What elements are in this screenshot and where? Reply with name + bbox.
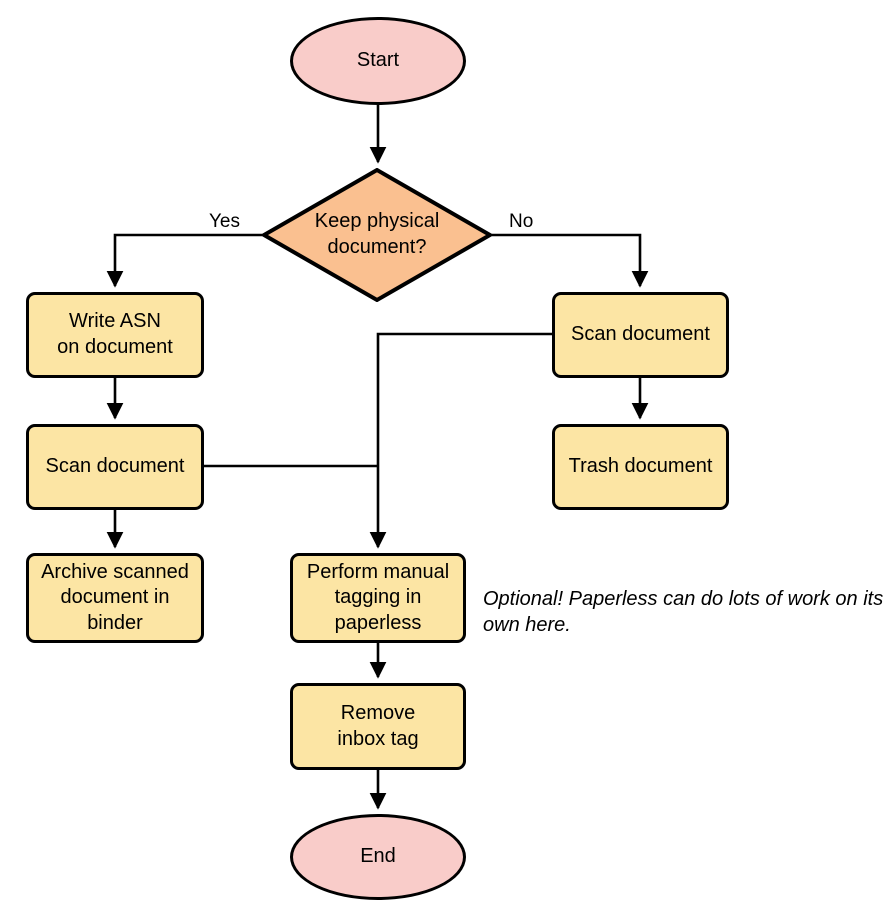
node-remove-inbox-label: Remove inbox tag (337, 701, 419, 750)
edge-label-yes: Yes (209, 211, 240, 232)
node-write-asn-label: Write ASN on document (57, 310, 173, 358)
diamond-shape (262, 168, 492, 302)
edge-label-no: No (509, 211, 534, 232)
node-write-asn-on-document[interactable]: Write ASN on document (26, 292, 204, 378)
node-scan-document-right[interactable]: Scan document (552, 292, 729, 378)
node-archive-scanned-document[interactable]: Archive scanned document in binder (26, 553, 204, 643)
edge-decision-no-to-scan-right (492, 233, 649, 288)
node-scan-document-left[interactable]: Scan document (26, 424, 204, 510)
node-end[interactable]: End (290, 814, 466, 900)
node-remove-inbox-tag[interactable]: Remove inbox tag (290, 683, 466, 770)
node-scan-document-right-label: Scan document (571, 323, 710, 346)
node-trash-document[interactable]: Trash document (552, 424, 729, 510)
node-start-label: Start (356, 49, 400, 72)
node-scan-document-left-label: Scan document (45, 455, 185, 478)
node-decision-keep-physical-document[interactable]: Keep physical document? (262, 168, 492, 302)
node-decision-label: Keep physical document? (314, 210, 440, 258)
node-archive-label: Archive scanned document in binder (41, 560, 189, 634)
node-perform-manual-tagging[interactable]: Perform manual tagging in paperless (290, 553, 466, 643)
annotation-optional-note: Optional! Paperless can do lots of work … (483, 588, 884, 636)
node-tagging-label: Perform manual tagging in paperless (306, 560, 450, 634)
edge-decision-yes-to-write-asn (106, 233, 262, 288)
edge-scan-right-to-tagging (369, 332, 552, 549)
node-end-label: End (360, 845, 396, 868)
node-trash-document-label: Trash document (568, 455, 713, 478)
node-start[interactable]: Start (290, 17, 466, 105)
